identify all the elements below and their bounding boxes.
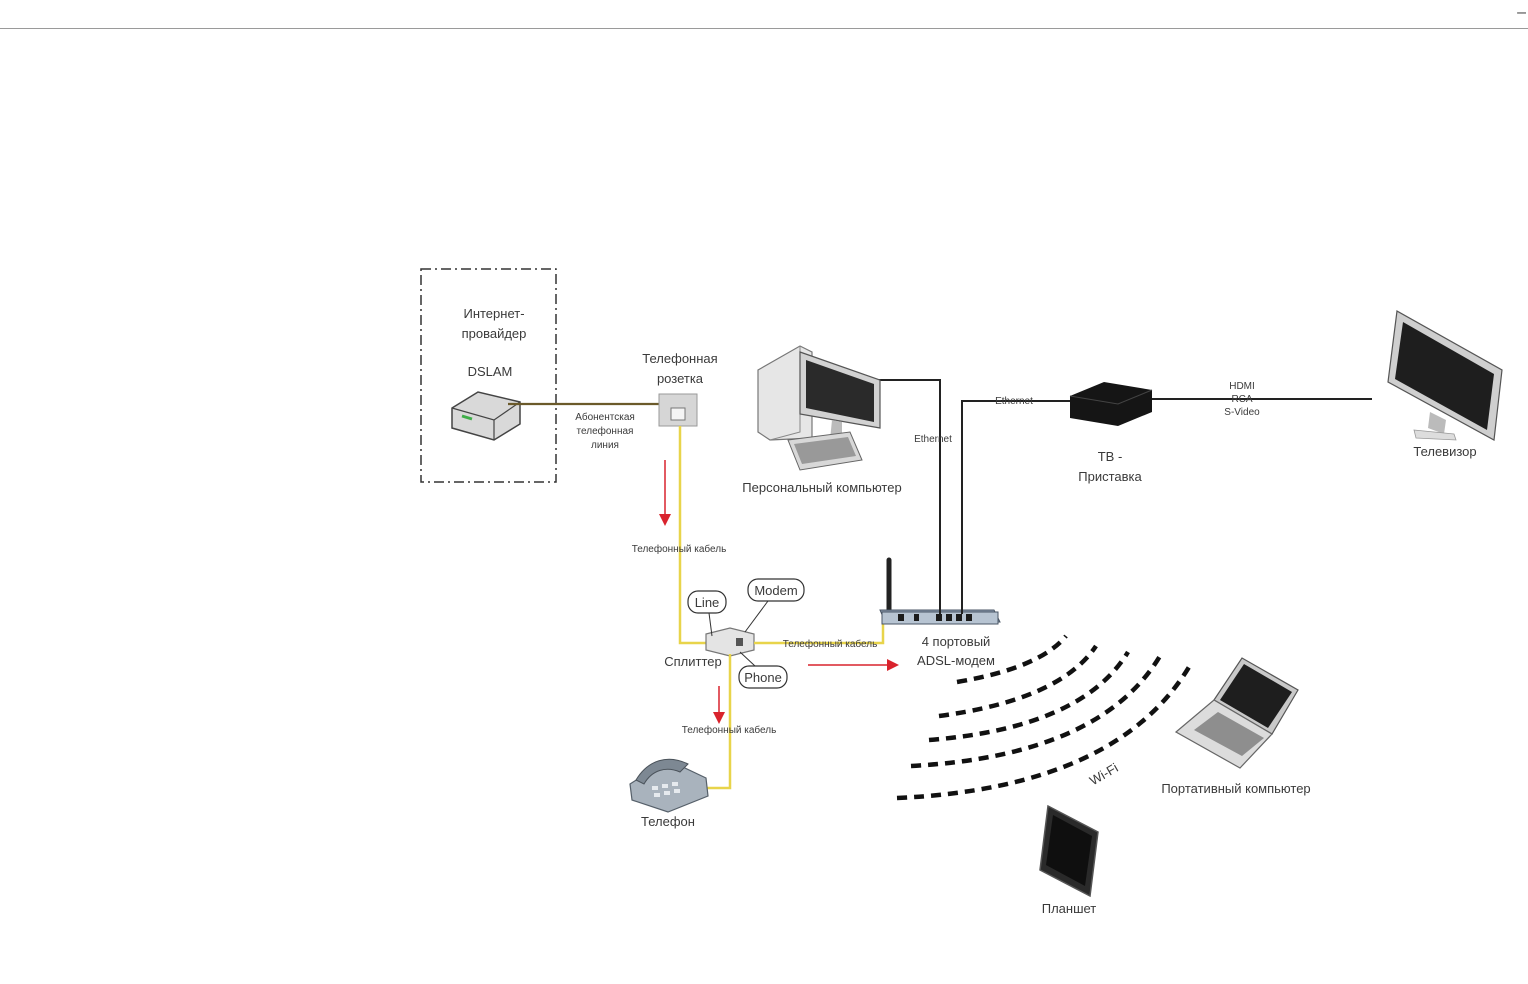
phone-port-pointer <box>739 651 756 667</box>
television-icon <box>1387 310 1503 441</box>
laptop-icon <box>1174 657 1299 769</box>
wall-socket-icon <box>658 393 698 427</box>
line-port-pointer <box>708 612 713 637</box>
tablet-label: Планшет <box>1042 901 1097 916</box>
rca-label: RCA <box>1231 394 1252 405</box>
dslam-label: DSLAM <box>468 364 513 379</box>
isp-title-2: провайдер <box>462 326 527 341</box>
telephone-icon <box>629 758 709 813</box>
socket-label-2: розетка <box>657 371 704 386</box>
splitter-label: Сплиттер <box>664 654 722 669</box>
socket-label-1: Телефонная <box>642 351 717 366</box>
modem-label-1: 4 портовый <box>922 634 991 649</box>
pc-label: Персональный компьютер <box>742 480 901 495</box>
ethernet-label-pc: Ethernet <box>914 434 952 445</box>
ethernet-wire-pc <box>870 379 941 614</box>
isp-boundary <box>420 268 557 483</box>
ethernet-label-stb: Ethernet <box>995 396 1033 407</box>
phone-cable-label-lower: Телефонный кабель <box>682 724 777 736</box>
line-port-callout <box>687 590 727 614</box>
tv-label: Телевизор <box>1413 444 1476 459</box>
subscriber-line-label-1: Абонентская <box>575 411 635 423</box>
personal-computer-icon <box>757 345 881 471</box>
adsl-modem-icon <box>879 557 1001 625</box>
phone-cable-label-mid: Телефонный кабель <box>783 638 878 650</box>
dslam-icon <box>451 391 521 441</box>
telephone-label: Телефон <box>641 814 695 829</box>
phone-port-label: Phone <box>744 670 782 685</box>
set-top-box-icon <box>1069 382 1153 426</box>
phone-cable-socket-splitter <box>678 426 708 645</box>
stb-label-1: ТВ - <box>1098 449 1123 464</box>
ethernet-wire-stb <box>961 400 1072 614</box>
modem-port-callout <box>747 578 805 602</box>
phone-cable-splitter-modem <box>754 620 885 645</box>
modem-port-label: Modem <box>754 583 797 598</box>
hdmi-label: HDMI <box>1229 381 1255 392</box>
wifi-waves-icon <box>896 634 1194 801</box>
stb-label-2: Приставка <box>1078 469 1142 484</box>
modem-port-pointer <box>744 600 769 633</box>
phone-cable-splitter-phone <box>704 654 732 790</box>
phone-cable-label-upper: Телефонный кабель <box>632 543 727 555</box>
minimize-icon[interactable]: – <box>1517 4 1526 21</box>
modem-label-2: ADSL-модем <box>917 653 995 668</box>
wifi-label: Wi-Fi <box>1087 760 1121 788</box>
window-top-border <box>0 28 1528 29</box>
phone-port-callout <box>738 665 788 689</box>
subscriber-line-label-2: телефонная <box>577 425 634 437</box>
laptop-label: Портативный компьютер <box>1161 781 1310 796</box>
tablet-icon <box>1039 804 1099 898</box>
splitter-icon <box>705 627 755 657</box>
line-port-label: Line <box>695 595 720 610</box>
svideo-label: S-Video <box>1224 407 1260 418</box>
subscriber-line-label-3: линия <box>591 440 619 451</box>
isp-title-1: Интернет- <box>463 306 524 321</box>
